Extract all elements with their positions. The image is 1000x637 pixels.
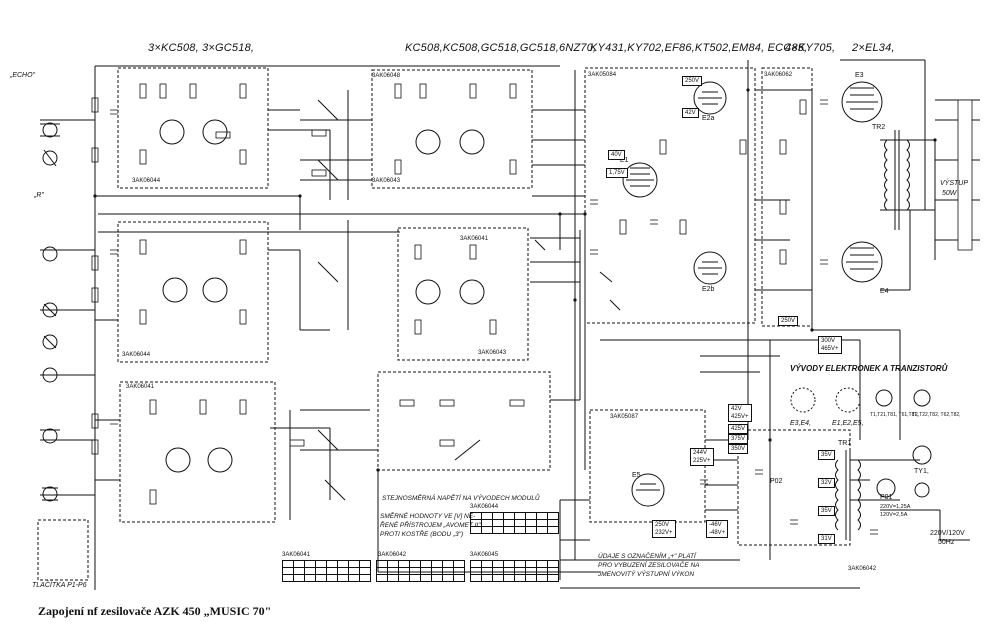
tube-e3-label: E3 xyxy=(855,72,864,79)
module-label: 3AK06062 xyxy=(764,72,793,78)
voltage-table-1 xyxy=(282,560,371,582)
output-power-label: 50W xyxy=(942,190,957,197)
voltage-label: 1,75V xyxy=(606,168,628,178)
voltage-label: 250V xyxy=(682,76,703,86)
module-box-psu xyxy=(737,429,851,546)
voltage-label: 31V xyxy=(818,534,835,544)
tube-e2b xyxy=(693,251,727,285)
header-transistors-2: KC508,KC508,GC518,GC518,6NZ70, xyxy=(405,42,597,54)
module-label: 3AK06044 xyxy=(122,352,151,358)
module-box-bias xyxy=(761,67,813,327)
drive-note: ÚDAJE S OZNAČENÍM „+" PLATÍ PRO VYBUZENÍ… xyxy=(598,553,700,578)
dc-voltage-note: STEJNOSMĚRNÁ NAPĚTÍ NA VÝVODECH MODULŮ xyxy=(382,495,540,502)
pinout-e3e4-label: E3,E4, xyxy=(790,420,812,427)
pinouts-title: VÝVODY ELEKTRONEK A TRANZISTORŮ xyxy=(790,364,948,373)
voltage-table-title: 3AK06041 xyxy=(282,552,311,558)
module-box-preamp-3 xyxy=(117,221,269,363)
output-label: VÝSTUP xyxy=(940,180,969,187)
voltage-label: 244V 225V+ xyxy=(690,448,714,466)
module-label: 3AK05084 xyxy=(588,72,617,78)
tube-e5 xyxy=(631,473,665,507)
fuse-rating-1: 220V=1,25A xyxy=(880,504,911,510)
voltage-table-3 xyxy=(470,560,559,582)
tube-e2a xyxy=(693,81,727,115)
voltage-label: 35V xyxy=(818,450,835,460)
fuse-label: P02 xyxy=(770,478,783,485)
voltage-table-title: 3AK06045 xyxy=(470,552,499,558)
diagram-caption: Zapojení nf zesilovače AZK 450 „MUSIC 70… xyxy=(38,604,272,618)
switch-buttons-label: TLAČÍTKA P1-P6 xyxy=(32,582,87,589)
voltage-table-4 xyxy=(470,512,559,534)
header-rectifiers: 4×KY705, xyxy=(785,42,836,54)
voltage-table-title: 3AK06044 xyxy=(470,504,499,510)
module-label: 3AK06041 xyxy=(126,384,155,390)
module-label: 3AK06043 xyxy=(478,350,507,356)
voltage-label: 35V xyxy=(818,506,835,516)
module-box-preamp-4 xyxy=(397,227,529,361)
module-label: 3AK06044 xyxy=(132,178,161,184)
header-transistors-1: 3×KC508, 3×GC518, xyxy=(148,42,255,54)
voltage-label: 32V xyxy=(818,478,835,488)
voltage-label: 300V 465V+ xyxy=(818,336,842,354)
module-label: 3AK06042 xyxy=(848,566,877,572)
tube-e2a-label: E2a xyxy=(702,115,715,122)
pinout-ty-label: TY1, xyxy=(914,468,929,475)
tube-e4-label: E4 xyxy=(880,288,889,295)
header-output-tubes: 2×EL34, xyxy=(852,42,895,54)
mains-voltage-label: 220V/120V xyxy=(930,530,965,537)
pinout-t2-label: T2,T22,T82, T62,T82, xyxy=(912,412,961,418)
module-box-preamp-2 xyxy=(371,69,533,189)
voltage-label: 250V xyxy=(778,316,799,326)
pinout-e1e2-label: E1,E2,E5, xyxy=(832,420,864,427)
voltage-label: -46V -48V+ xyxy=(706,520,729,538)
measurement-note: SMĚRNÉ HODNOTY VE [V] NĚ- ŘENÉ PŘÍSTROJE… xyxy=(380,513,481,538)
tube-e4 xyxy=(841,241,883,283)
header-tubes: KY431,KY702,EF86,KT502,EM84, ECC85, xyxy=(590,42,808,54)
fuse-rating-2: 120V=2,5A xyxy=(880,512,908,518)
voltage-label: 40V xyxy=(608,150,625,160)
module-label: 3AK06043 xyxy=(372,178,401,184)
voltage-label: 42V 425V+ xyxy=(728,404,752,422)
module-box-tone xyxy=(377,371,551,471)
module-label: 3AK06041 xyxy=(460,236,489,242)
tube-e3 xyxy=(841,81,883,123)
voltage-label: 425V xyxy=(728,424,749,434)
voltage-label: 350V xyxy=(728,444,749,454)
module-box-preamp-1 xyxy=(117,67,269,189)
voltage-label: 42V xyxy=(682,108,699,118)
tube-e1-label: E1 xyxy=(620,157,629,164)
voltage-label: 250V 232V+ xyxy=(652,520,676,538)
voltage-table-2 xyxy=(376,560,465,582)
module-label: 3AK05087 xyxy=(610,414,639,420)
fuse-label: P01 xyxy=(880,494,893,501)
tube-e1 xyxy=(622,162,658,198)
voltage-label: 375V xyxy=(728,434,749,444)
module-label: 3AK06048 xyxy=(372,73,401,79)
module-box-switch xyxy=(37,519,89,581)
tube-e2b-label: E2b xyxy=(702,286,715,293)
module-box-preamp-5 xyxy=(119,381,276,523)
input-echo-label: „ECHO" xyxy=(10,72,36,79)
input-r-label: „R" xyxy=(34,192,44,199)
voltage-table-title: 3AK06042 xyxy=(378,552,407,558)
mains-frequency-label: 50Hz xyxy=(938,539,955,546)
module-box-driver xyxy=(584,67,756,324)
output-transformer-label: TR2 xyxy=(872,124,886,131)
tube-e5-label: E5 xyxy=(632,472,641,479)
module-box-em84 xyxy=(589,409,706,523)
pinout-t-label: T1,T21,T81, T61,T81, xyxy=(870,412,919,418)
mains-transformer-label: TR1 xyxy=(838,440,852,447)
